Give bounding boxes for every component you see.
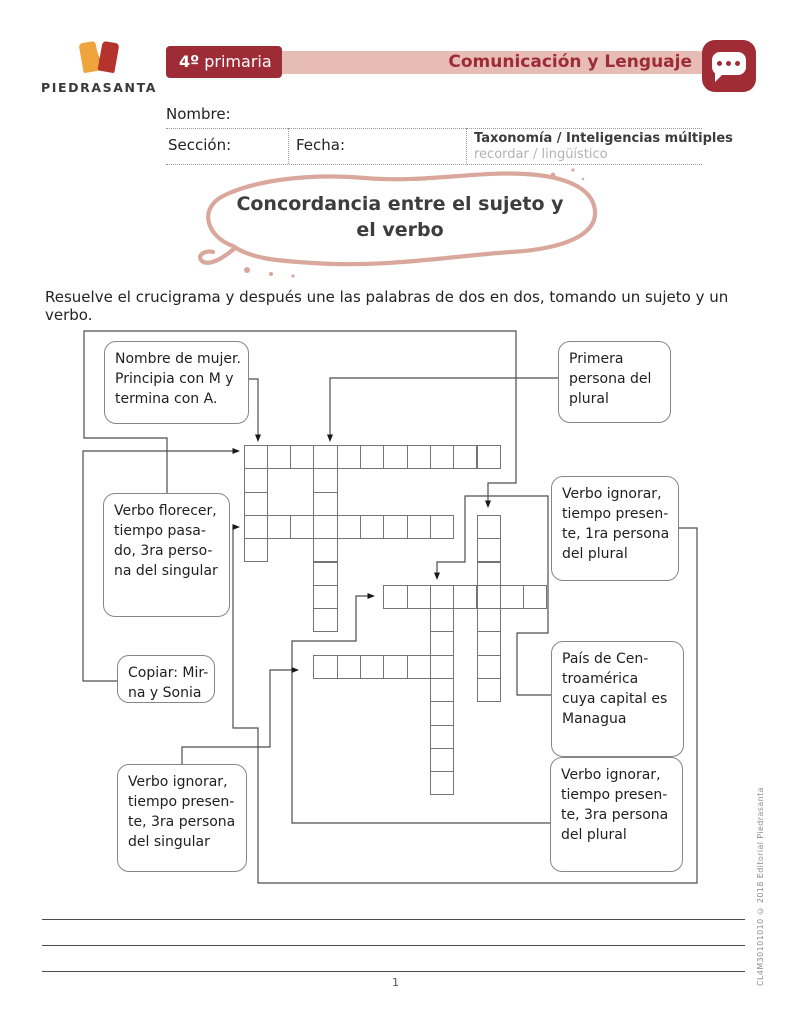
grade-badge: 4º primaria [166, 46, 282, 78]
column-divider [466, 128, 468, 164]
crossword-cell [406, 514, 431, 540]
publisher-logo: PIEDRASANTA [36, 40, 162, 104]
publisher-name: PIEDRASANTA [41, 80, 157, 95]
grade-label: primaria [199, 52, 272, 71]
clue-connector [248, 378, 261, 442]
crossword-cell [476, 678, 501, 703]
crossword-cell [243, 445, 268, 470]
crossword-cell [243, 514, 268, 540]
crossword-cell [453, 445, 478, 470]
speech-bubble-icon [702, 40, 756, 92]
date-label: Fecha: [296, 136, 346, 154]
section-date-row [166, 128, 702, 165]
clue-connector [434, 495, 551, 696]
crossword-cell [243, 538, 268, 563]
crossword-cell [523, 584, 548, 610]
crossword-cell [313, 584, 338, 610]
crossword-cell [453, 584, 478, 610]
taxonomy-line: Taxonomía / Inteligencias múltiples [474, 131, 733, 146]
name-label: Nombre: [166, 105, 231, 123]
answer-line [42, 971, 745, 972]
instruction-text: Resuelve el crucigrama y después une las… [45, 288, 729, 324]
clue-pais-centroamerica: País de Cen- troamérica cuya capital es … [551, 641, 684, 757]
clue-ignorar-1ra-plural: Verbo ignorar, tiempo presen- te, 1ra pe… [551, 476, 679, 581]
clue-connector [327, 377, 558, 442]
crossword-cell [290, 514, 315, 540]
header-band [166, 51, 702, 74]
clue-connector [291, 593, 551, 824]
crossword-cell [476, 445, 501, 470]
crossword-cell [429, 514, 455, 540]
answer-line [42, 945, 745, 946]
crossword-cell [313, 445, 338, 470]
title-squiggle-frame [198, 168, 598, 278]
worksheet-title: Concordancia entre el sujeto y el verbo [236, 193, 564, 241]
crossword-cell [383, 514, 408, 540]
page-number: 1 [392, 976, 399, 989]
copyright-credit: CL4M30101010 © 2018 Editorial Piedrasant… [756, 787, 765, 986]
clue-connector [83, 330, 517, 508]
clue-ignorar-3ra-plural: Verbo ignorar, tiempo presen- te, 3ra pe… [550, 757, 683, 872]
crossword-cell [429, 608, 455, 633]
crossword-cell [336, 445, 361, 470]
clue-connector [232, 524, 698, 884]
taxonomy-subline: recordar / lingüístico [474, 147, 608, 162]
crossword-cell [429, 771, 455, 796]
clue-primera-persona: Primera persona del plural [558, 341, 671, 423]
crossword-cell [406, 654, 431, 679]
section-label: Sección: [168, 136, 232, 154]
crossword-cell [429, 724, 455, 749]
crossword-cell [313, 654, 338, 679]
clue-copiar: Copiar: Mir- na y Sonia [117, 655, 215, 703]
subject-title: Comunicación y Lenguaje [448, 52, 692, 72]
name-field-row: Nombre: [166, 104, 702, 129]
crossword-cell [313, 608, 338, 633]
answer-line [42, 919, 745, 920]
clue-verbo-florecer: Verbo florecer, tiempo pasa- do, 3ra per… [103, 493, 230, 617]
crossword-cell [383, 584, 408, 610]
crossword-cell [429, 701, 455, 726]
clue-connector [181, 667, 299, 764]
clue-nombre-de-mujer: Nombre de mujer. Principia con M y termi… [104, 341, 249, 424]
crossword-cell [313, 491, 338, 516]
grade-number: 4º [179, 52, 200, 71]
crossword-cell [313, 561, 338, 586]
crossword-cell [313, 538, 338, 563]
clue-connector [82, 448, 240, 682]
column-divider [288, 128, 290, 164]
crossword-cell [476, 538, 501, 563]
crossword-cell [313, 468, 338, 493]
clue-ignorar-3ra-singular: Verbo ignorar, tiempo presen- te, 3ra pe… [117, 764, 247, 872]
crossword-cell [406, 445, 431, 470]
crossword-cell [429, 678, 455, 703]
